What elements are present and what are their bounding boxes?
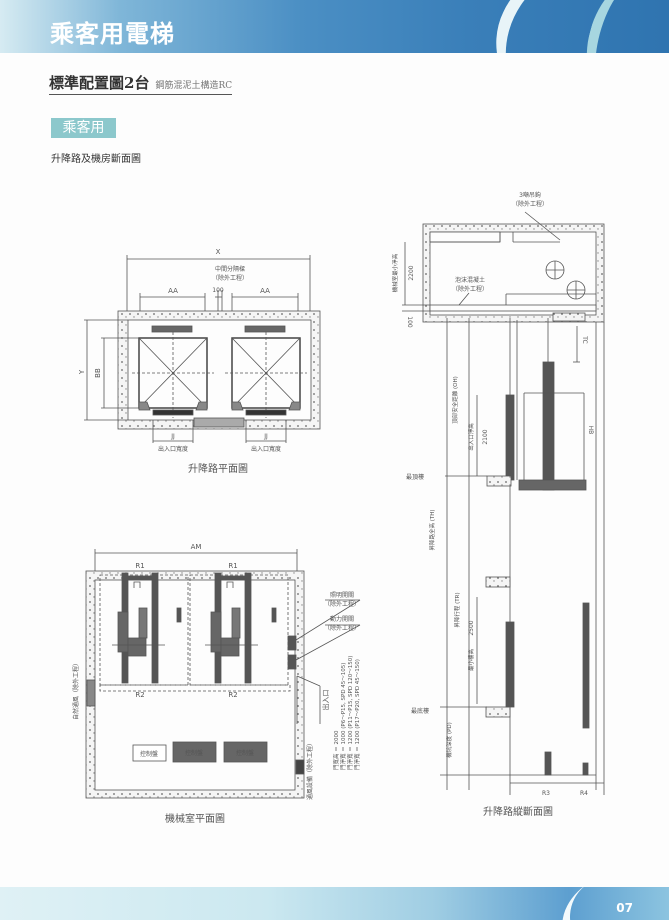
- lighting-switch-note: （除外工程）: [324, 600, 360, 608]
- spec-line-3: 門淨寬 ＝ 1200 (P11～P15, SPD 120～150): [346, 656, 354, 770]
- bottom-floor-label: 最底樓: [411, 707, 429, 715]
- dim-2200-label: 2200: [408, 265, 415, 280]
- top-floor-label: 最頂樓: [406, 473, 424, 481]
- dim-bb-label: BB: [94, 368, 102, 378]
- r1-left-label: R1: [135, 562, 144, 570]
- page-title: 乘客用電梯: [50, 19, 175, 48]
- dim-x-label: X: [216, 248, 221, 256]
- hook-label-note: （除外工程）: [512, 200, 548, 208]
- entrance-width-right-label: 出入口寬度: [251, 445, 281, 453]
- page-number: 07: [616, 901, 633, 915]
- section-view-caption: 升降路縱斷面圖: [483, 805, 553, 818]
- dim-aa-left-label: AA: [168, 287, 178, 295]
- dim-2500-label: 2500: [468, 620, 475, 635]
- r2-left-label: R2: [135, 691, 144, 699]
- divider-label: 中間分隔樑: [215, 265, 245, 273]
- dim-hb-label: HB: [587, 426, 594, 435]
- overhead-label: 頂部安全距離 (OH): [451, 376, 459, 424]
- dim-tc-label: TC: [581, 335, 588, 344]
- machine-room-height-label: 機械室最小淨高: [391, 253, 399, 292]
- hook-label: 3噸吊鉤: [519, 191, 541, 199]
- decorative-swoosh: [546, 887, 669, 920]
- foam-concrete-label: 泡沫混凝土: [455, 276, 485, 284]
- r1-right-label: R1: [228, 562, 237, 570]
- control-panel-label-1: 控制盤: [140, 750, 158, 758]
- power-switch-label: 動力開關: [330, 615, 354, 623]
- spec-line-2: 門淨寬 ＝ 1000 (P6～P15, SPD 45～105): [339, 663, 347, 770]
- r2-right-label: R2: [228, 691, 237, 699]
- total-height-label: 昇降路全高 (TH): [428, 509, 436, 550]
- drawing-section-label: 升降路及機房斷面圖: [51, 154, 141, 165]
- r3-label: R3: [542, 790, 550, 797]
- min-floor-height-label: 最小樓高: [467, 649, 475, 672]
- entrance-label: 出入口: [321, 690, 330, 711]
- machine-room-caption: 機械室平面圖: [165, 812, 225, 825]
- travel-label: 昇降行程 (TR): [453, 592, 461, 627]
- vent-left-label: 自然通風（除外工程）: [72, 660, 80, 720]
- category-badge: 乘客用: [51, 118, 116, 138]
- hoistway-section-view: [402, 211, 605, 795]
- section-heading: 標準配置圖2台鋼筋混泥土構造RC: [49, 72, 233, 95]
- control-panel-label-3: 控制盤: [236, 749, 254, 757]
- vent-right-label: 通風設備（除外工程）: [306, 740, 314, 800]
- page-footer-banner: 07: [0, 887, 669, 920]
- pit-depth-label: 機坑深度 (PD): [445, 722, 453, 758]
- page-header-banner: 乘客用電梯: [0, 0, 669, 53]
- plan-view-caption: 升降路平面圖: [188, 462, 248, 475]
- divider-label-note: （除外工程）: [212, 274, 248, 282]
- spec-line-1: 門寬高 ＝ 2000: [332, 730, 340, 770]
- lighting-switch-label: 照明開關: [330, 592, 354, 599]
- heading-note: 鋼筋混泥土構造RC: [155, 81, 233, 91]
- heading-main: 標準配置圖2台: [49, 74, 150, 92]
- foam-concrete-note: （除外工程）: [452, 285, 488, 293]
- power-switch-note: （除外工程）: [324, 624, 360, 632]
- spec-line-4: 門淨寬 ＝ 1200 (P17～P20, SPD 45～150): [353, 659, 361, 770]
- hoistway-plan-view: [84, 255, 321, 443]
- entrance-width-left-label: 出入口寬度: [158, 445, 188, 453]
- dim-jj-left-label: JJ: [170, 433, 175, 440]
- machine-room-plan-view: [85, 549, 361, 799]
- r4-label: R4: [580, 790, 588, 797]
- dim-aa-right-label: AA: [260, 287, 270, 295]
- dim-y-label: Y: [78, 369, 86, 375]
- dim-100-label: 100: [212, 287, 224, 294]
- control-panel-label-2: 控制盤: [185, 749, 203, 757]
- dim-100-section-label: 100: [406, 316, 413, 328]
- entrance-height-label: 出入口淨高: [467, 423, 475, 451]
- dim-am-label: AM: [191, 543, 202, 551]
- dim-jj-right-label: JJ: [263, 433, 268, 440]
- dim-2100-label: 2100: [482, 429, 489, 444]
